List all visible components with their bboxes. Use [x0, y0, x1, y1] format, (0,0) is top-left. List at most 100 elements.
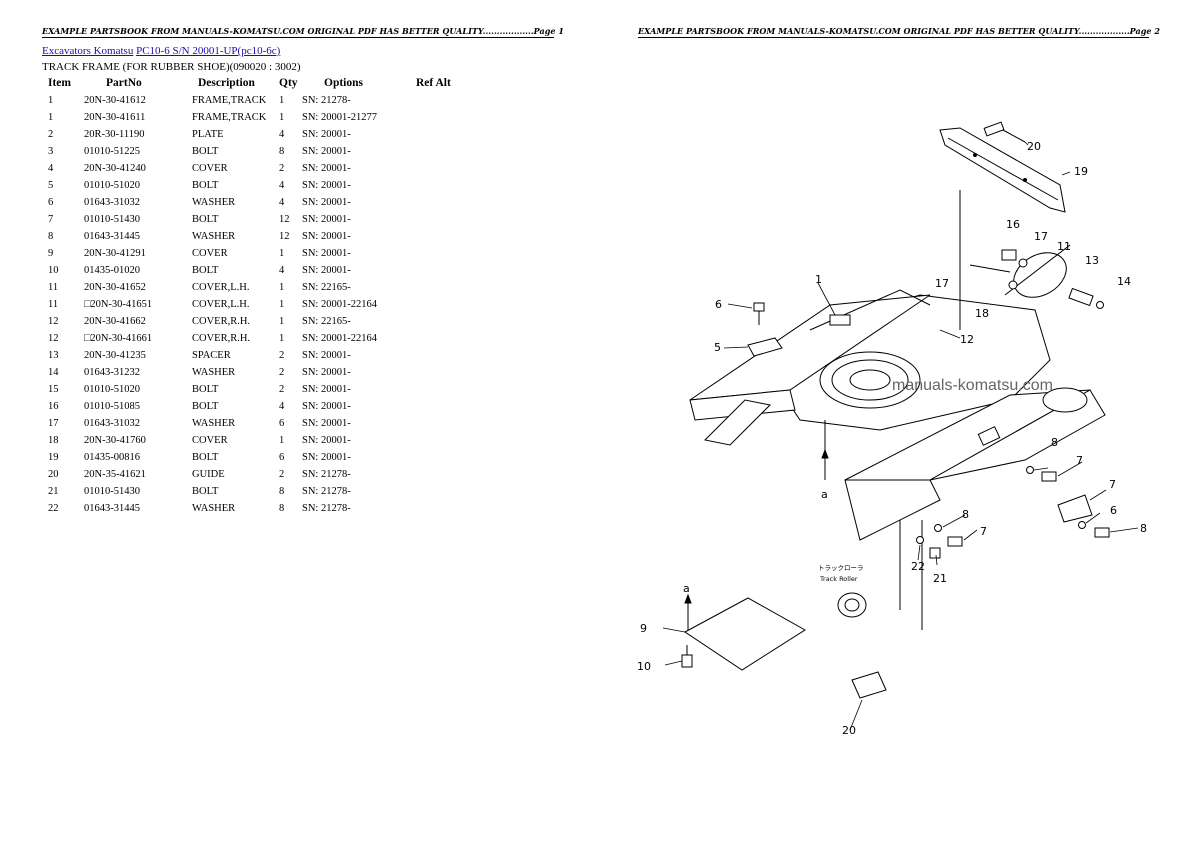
cell-description: COVER — [192, 163, 228, 174]
cell-options: SN: 20001- — [302, 435, 351, 446]
cell-qty: 1 — [279, 316, 285, 327]
cell-ref-alt — [416, 143, 466, 160]
cell-description: COVER,R.H. — [192, 333, 251, 344]
cell-options: SN: 20001- — [302, 146, 351, 157]
cell-ref-alt — [416, 228, 466, 245]
cell-description: WASHER — [192, 197, 236, 208]
cell-item: 15 — [48, 384, 59, 395]
cell-description: BOLT — [192, 180, 219, 191]
cell-options: SN: 20001- — [302, 418, 351, 429]
track-roller-label-jp: トラックローラ — [818, 564, 864, 572]
callout-16: 17 — [935, 277, 949, 290]
callout-17b: 18 — [975, 307, 989, 320]
callout-4: 7 — [1109, 478, 1116, 491]
cell-partno: 20N-30-41662 — [84, 316, 146, 327]
cell-ref-alt — [416, 432, 466, 449]
column-header-qty: Qty — [279, 76, 298, 89]
cell-partno: 01010-51430 — [84, 214, 140, 225]
callout-17a: 17 — [1034, 230, 1048, 243]
callout-2: 5 — [714, 341, 721, 354]
cell-qty: 2 — [279, 384, 285, 395]
cell-qty: 4 — [279, 401, 285, 412]
cell-partno: 20N-30-41612 — [84, 95, 146, 106]
cell-partno: 20N-30-41760 — [84, 435, 146, 446]
cell-ref-alt — [416, 279, 466, 296]
cell-qty: 1 — [279, 248, 285, 259]
cell-options: SN: 20001- — [302, 129, 351, 140]
cell-item: 2 — [48, 129, 54, 140]
cell-description: PLATE — [192, 129, 224, 140]
cell-description: SPACER — [192, 350, 231, 361]
cell-item: 12 — [48, 333, 59, 344]
cell-ref-alt — [416, 449, 466, 466]
cell-ref-alt — [416, 92, 466, 109]
cell-options: SN: 20001- — [302, 452, 351, 463]
cell-ref-alt — [416, 126, 466, 143]
cell-options: SN: 21278- — [302, 503, 351, 514]
cell-ref-alt — [416, 347, 466, 364]
cell-ref-alt — [416, 245, 466, 262]
cell-qty: 2 — [279, 469, 285, 480]
bolts-5-6-7-8-parts — [916, 466, 1110, 559]
cell-item: 21 — [48, 486, 59, 497]
bolt-19-part — [983, 121, 1026, 143]
cell-options: SN: 20001- — [302, 367, 351, 378]
cell-options: SN: 20001- — [302, 265, 351, 276]
callout-1: 1 — [815, 273, 822, 286]
section-title: TRACK FRAME (FOR RUBBER SHOE)(090020 : 3… — [42, 61, 301, 73]
cell-description: BOLT — [192, 401, 219, 412]
cell-partno: 20R-30-11190 — [84, 129, 145, 140]
cell-ref-alt — [416, 364, 466, 381]
callout-7a: 7 — [1076, 454, 1083, 467]
cell-qty: 1 — [279, 333, 285, 344]
cell-options: SN: 21278- — [302, 486, 351, 497]
column-header-description: Description — [198, 76, 255, 89]
callout-8b: 8 — [962, 508, 969, 521]
cell-partno: 01010-51430 — [84, 486, 140, 497]
cell-qty: 2 — [279, 350, 285, 361]
cell-description: COVER,L.H. — [192, 299, 250, 310]
callout-6: 6 — [1110, 504, 1117, 517]
cell-qty: 8 — [279, 503, 285, 514]
cell-qty: 8 — [279, 146, 285, 157]
cell-options: SN: 20001- — [302, 231, 351, 242]
cell-item: 17 — [48, 418, 59, 429]
cell-partno: □20N-30-41661 — [84, 333, 153, 344]
cell-qty: 4 — [279, 180, 285, 191]
cell-description: COVER — [192, 248, 228, 259]
cover-9-part — [684, 597, 806, 671]
cell-partno: 01643-31445 — [84, 503, 140, 514]
breadcrumb-link-model[interactable]: PC10-6 S/N 20001-UP(pc10-6c) — [136, 45, 281, 57]
cell-description: COVER,L.H. — [192, 282, 250, 293]
callout-15: 16 — [1006, 218, 1020, 231]
cell-description: BOLT — [192, 146, 219, 157]
bolt-10-part — [681, 645, 693, 668]
cell-item: 11 — [48, 299, 59, 310]
cell-partno: 01010-51020 — [84, 384, 140, 395]
cell-description: WASHER — [192, 503, 236, 514]
track-frame-part — [689, 190, 1106, 630]
cell-item: 19 — [48, 452, 59, 463]
breadcrumb-link-category[interactable]: Excavators Komatsu — [42, 45, 134, 57]
cell-item: 3 — [48, 146, 54, 157]
cell-description: BOLT — [192, 214, 219, 225]
cell-options: SN: 20001- — [302, 214, 351, 225]
callout-7b: 7 — [980, 525, 987, 538]
cell-options: SN: 20001- — [302, 350, 351, 361]
callout-14: 14 — [1117, 275, 1131, 288]
cell-ref-alt — [416, 109, 466, 126]
cover-4-part — [1057, 494, 1093, 523]
cell-qty: 1 — [279, 112, 285, 123]
callout-a-1: a — [821, 488, 828, 501]
